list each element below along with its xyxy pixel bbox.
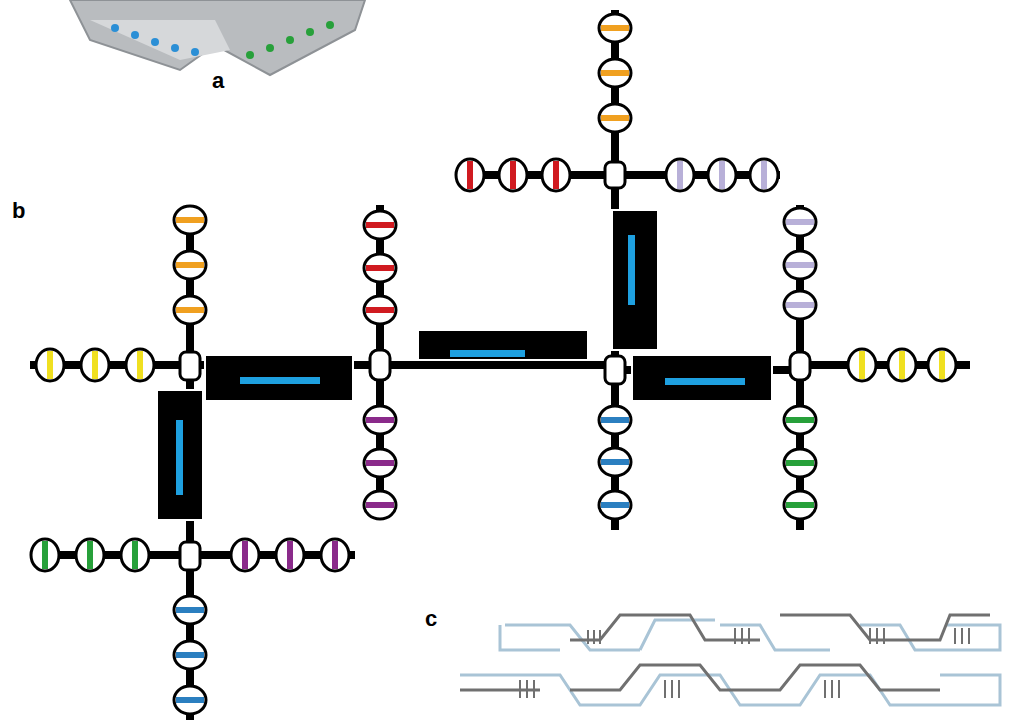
base-pair-blob (31, 14, 956, 714)
panel-label: c (425, 608, 437, 630)
strand-schematic (460, 615, 1000, 705)
panel-label: b (12, 200, 25, 222)
origami-slab (70, 0, 365, 75)
junction (180, 162, 810, 570)
duplex-bar (157, 210, 772, 520)
panel-label: a (212, 70, 224, 92)
